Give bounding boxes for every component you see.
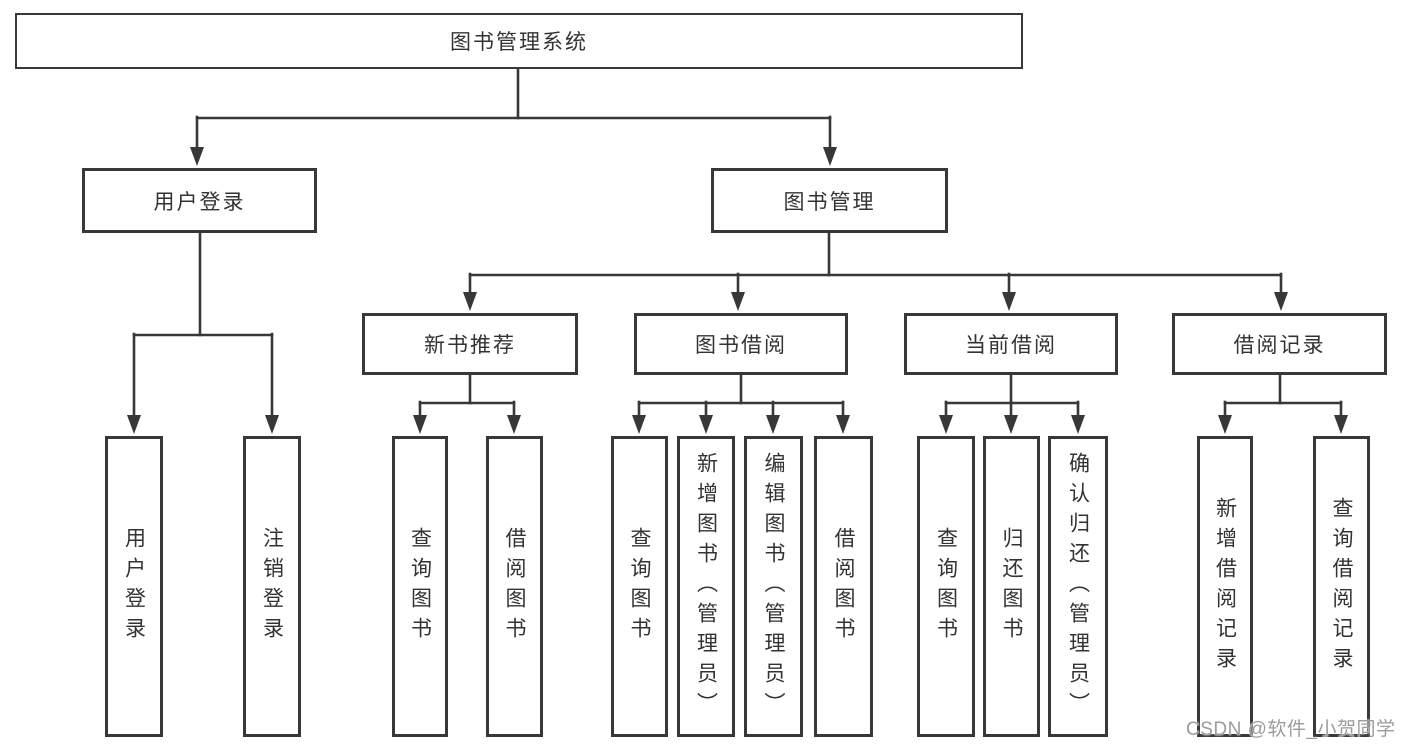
node-recommend-borrow-books: 借阅图书 [486,436,543,737]
node-label: 图书借阅 [695,334,787,357]
node-confirm-return-admin: 确认归还（管理员） [1048,436,1108,737]
node-label: 编辑图书（管理员） [762,451,785,722]
node-label: 查询图书 [408,526,432,647]
node-label: 确认归还（管理员） [1066,451,1090,722]
node-label: 当前借阅 [965,334,1057,357]
node-label: 查询借阅记录 [1330,496,1353,677]
node-label: 用户登录 [122,526,146,647]
node-book-management: 图书管理 [711,168,948,233]
node-query-borrow-record: 查询借阅记录 [1313,436,1370,737]
node-current-query-books: 查询图书 [917,436,975,737]
node-recommend-query-books: 查询图书 [392,436,448,737]
csdn-watermark: CSDN @软件_小贺同学 [1186,719,1396,740]
node-book-borrowing: 图书借阅 [634,313,848,375]
node-label: 借阅图书 [503,526,526,647]
node-new-book-recommendation: 新书推荐 [362,313,578,375]
node-add-borrow-record: 新增借阅记录 [1197,436,1253,737]
node-label: 借阅记录 [1233,334,1326,357]
node-label: 图书管理系统 [450,31,588,54]
node-borrowing-records: 借阅记录 [1172,313,1387,375]
node-label: 查询图书 [934,526,958,647]
node-borrowing-query-books: 查询图书 [611,436,668,737]
node-label: 查询图书 [628,526,651,647]
node-current-borrowing: 当前借阅 [904,313,1118,375]
node-label: 借阅图书 [832,526,855,647]
node-user-login: 用户登录 [105,436,163,737]
node-logout: 注销登录 [243,436,301,737]
node-return-books: 归还图书 [983,436,1040,737]
node-add-books-admin: 新增图书（管理员） [677,436,735,737]
node-label: 用户登录 [153,190,246,214]
node-label: 图书管理 [783,190,876,214]
node-system-root: 图书管理系统 [15,13,1023,69]
node-borrowing-borrow-books: 借阅图书 [814,436,873,737]
node-user-login-module: 用户登录 [82,168,317,233]
node-label: 注销登录 [260,526,284,647]
node-label: 新增借阅记录 [1213,496,1237,677]
node-label: 新增图书（管理员） [694,451,718,722]
node-label: 新书推荐 [424,334,516,357]
node-label: 归还图书 [1000,526,1023,647]
node-edit-books-admin: 编辑图书（管理员） [744,436,803,737]
